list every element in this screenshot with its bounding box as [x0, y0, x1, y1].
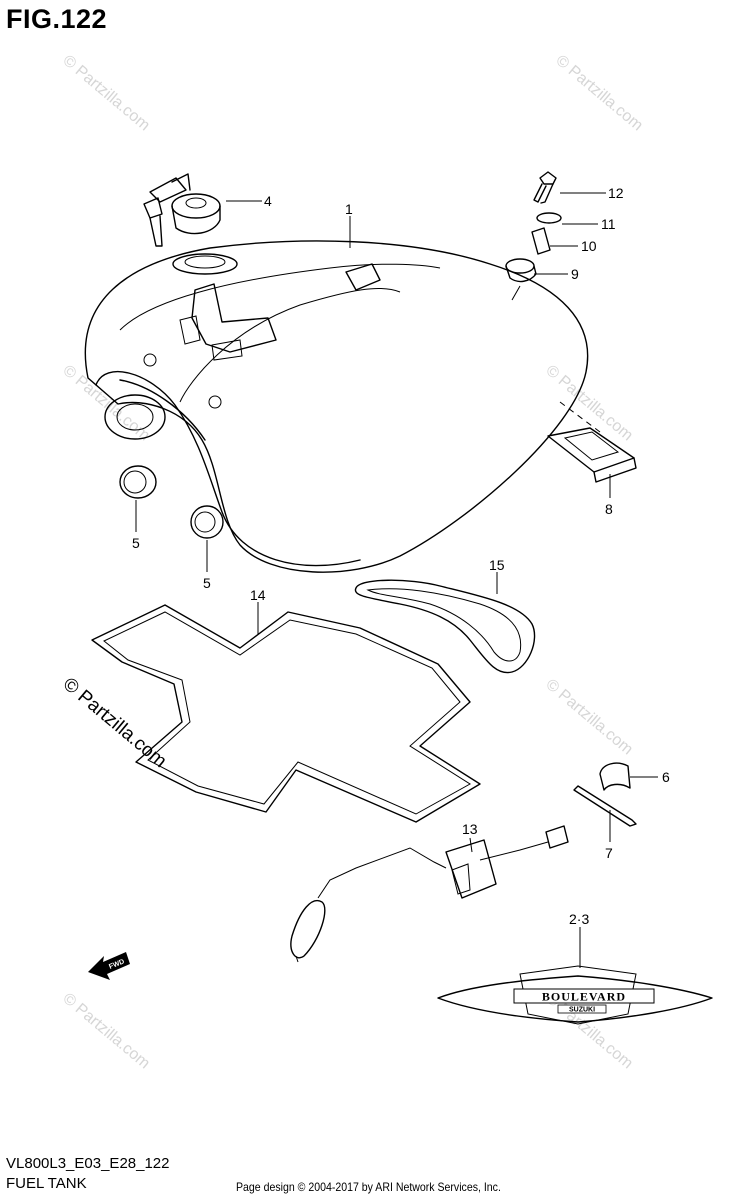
emblem-drawing: BOULEVARD SUZUKI — [437, 965, 713, 1025]
gasket-drawing — [91, 604, 481, 823]
callout-labels: 1 4 12 11 10 9 8 5 5 15 14 6 7 13 2·3 — [132, 185, 670, 927]
section-name: FUEL TANK — [6, 1175, 87, 1192]
watermark-text: © Partzilla.com — [542, 676, 636, 758]
callout-2-3: 2·3 — [569, 911, 589, 927]
emblem-brand-text: BOULEVARD — [542, 990, 626, 1004]
callout-13: 13 — [462, 821, 478, 837]
callout-12: 12 — [608, 185, 624, 201]
callout-10: 10 — [581, 238, 597, 254]
fuel-cap-drawing — [143, 173, 221, 247]
callout-5-upper: 5 — [132, 535, 140, 551]
model-code: VL800L3_E03_E28_122 — [6, 1155, 170, 1172]
side-caps-drawing — [119, 465, 224, 539]
page-credit: Page design © 2004-2017 by ARI Network S… — [236, 1180, 501, 1194]
callout-4: 4 — [264, 193, 272, 209]
rubber-cushion-drawing — [547, 427, 637, 483]
callout-6: 6 — [662, 769, 670, 785]
fuel-tank-drawing — [84, 240, 601, 573]
watermark-text: © Partzilla.com — [59, 52, 153, 134]
callout-7: 7 — [605, 845, 613, 861]
leader-lines — [135, 192, 658, 968]
figure-title: FIG.122 — [6, 4, 108, 34]
callout-5-lower: 5 — [203, 575, 211, 591]
callout-1: 1 — [345, 201, 353, 217]
fwd-arrow: FWD — [88, 952, 130, 980]
callout-9: 9 — [571, 266, 579, 282]
watermark-text: © Partzilla.com — [552, 52, 646, 134]
callout-11: 11 — [601, 216, 616, 232]
callout-8: 8 — [605, 501, 613, 517]
callout-14: 14 — [250, 587, 266, 603]
fuel-level-gauge-drawing — [290, 825, 569, 963]
watermark-text: © Partzilla.com — [542, 362, 636, 444]
watermark-text-prominent: © Partzilla.com — [59, 674, 171, 772]
clamp-and-band-drawing — [573, 762, 637, 827]
emblem-maker-text: SUZUKI — [569, 1007, 595, 1014]
watermark-text: © Partzilla.com — [59, 990, 153, 1072]
mounting-hardware-drawing — [505, 171, 562, 283]
callout-15: 15 — [489, 557, 505, 573]
seal-drawing — [354, 579, 536, 674]
